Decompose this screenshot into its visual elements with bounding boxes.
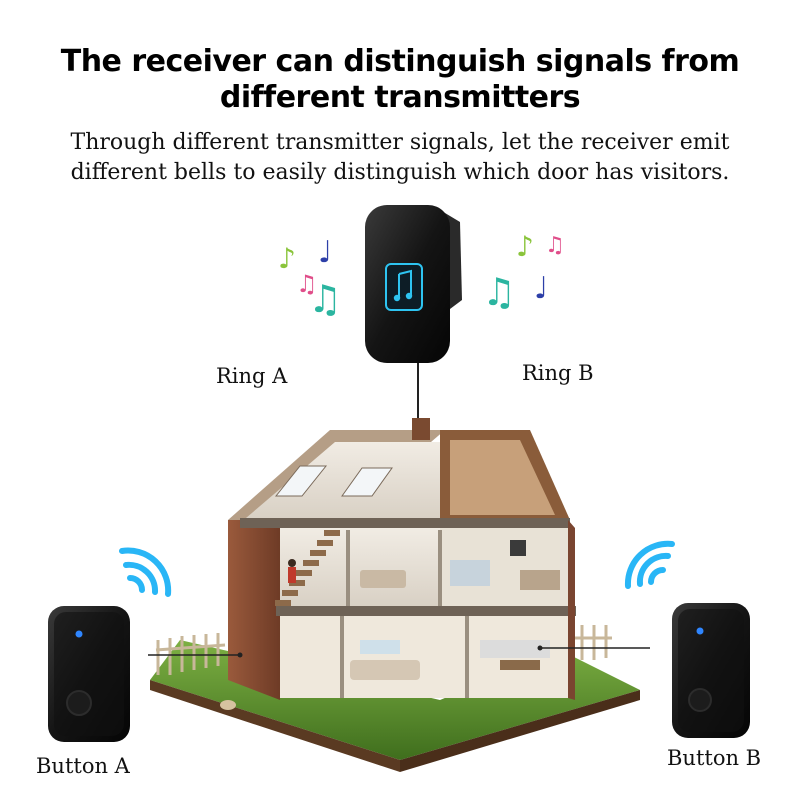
ring-a-label: Ring A [216,364,288,388]
music-notes-right-icon: ♪ ♫ ♩ ♫ [482,230,565,314]
wifi-signal-icon [119,547,172,597]
svg-text:♩: ♩ [534,271,548,306]
description-line-1: Through different transmitter signals, l… [70,130,730,155]
headline-line-1: The receiver can distinguish signals fro… [60,44,740,79]
svg-text:♩: ♩ [318,235,332,270]
wifi-signal-icon [624,540,675,589]
headline: The receiver can distinguish signals fro… [0,44,800,116]
music-notes-left-icon: ♪ ♩ ♫ ♫ [278,235,342,321]
svg-text:♫: ♫ [482,270,516,314]
fence-left [155,633,226,675]
music-note-icon [393,269,413,302]
description: Through different transmitter signals, l… [60,128,740,188]
house-cutaway [220,418,576,710]
ring-b-label: Ring B [522,361,594,385]
svg-text:♪: ♪ [516,230,534,263]
svg-text:♫: ♫ [545,233,565,258]
svg-text:♫: ♫ [308,277,342,321]
button-b-label: Button B [667,746,762,770]
svg-text:♪: ♪ [278,242,296,275]
svg-text:♫: ♫ [296,270,318,298]
button-a-device [48,606,130,742]
button-a-label: Button A [36,754,130,778]
receiver-device [365,205,462,363]
headline-line-2: different transmitters [219,80,581,115]
description-line-2: different bells to easily distinguish wh… [70,160,730,185]
button-b-device [672,603,750,738]
